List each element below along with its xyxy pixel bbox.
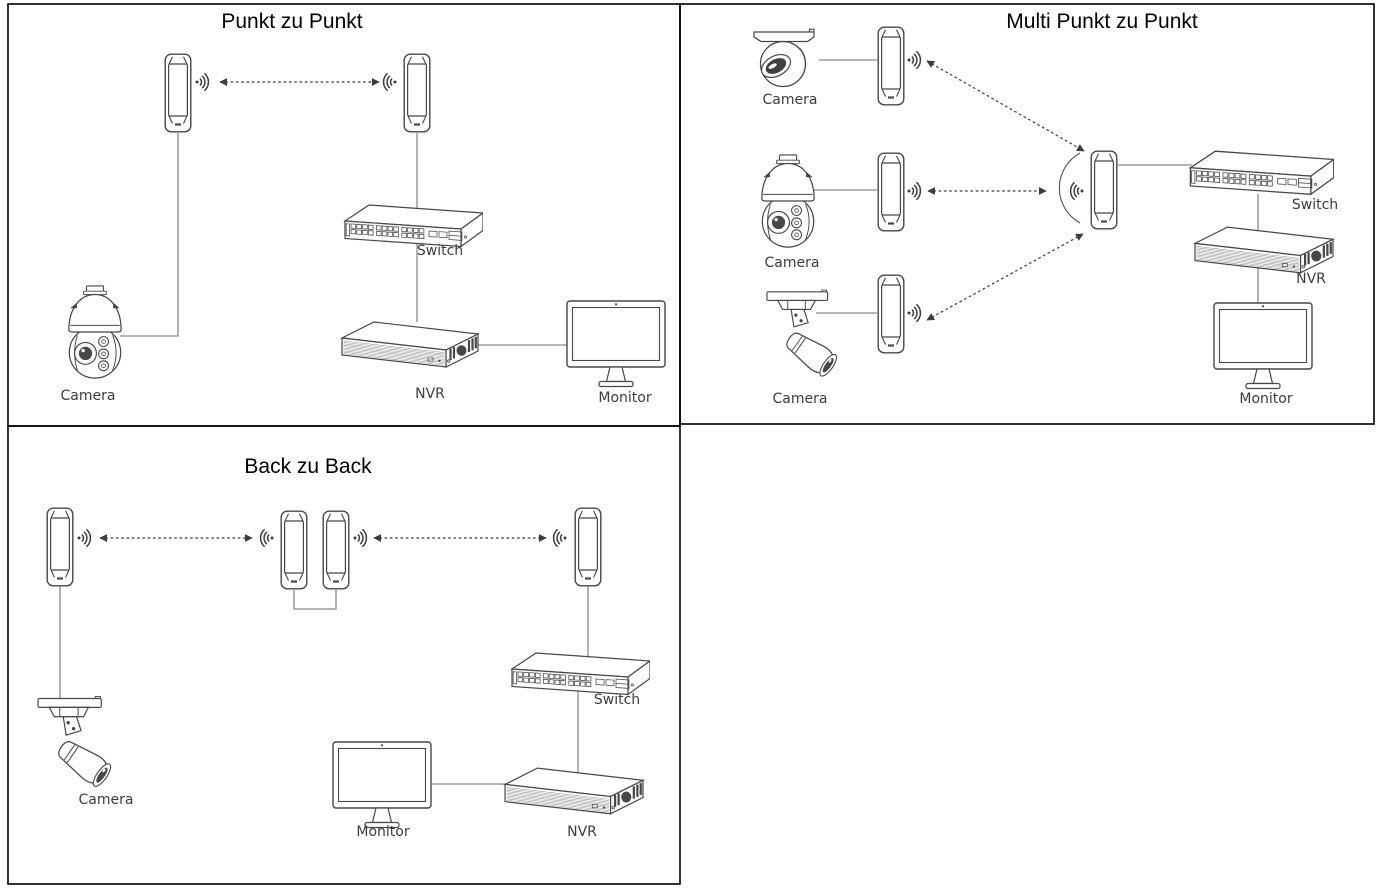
- wifi-signal-icon: [76, 528, 92, 548]
- panel-title: Multi Punkt zu Punkt: [1006, 10, 1198, 33]
- camera-label: Camera: [772, 391, 828, 407]
- wireless-bridge-icon: [322, 510, 350, 590]
- ptz-camera-icon: [761, 154, 815, 248]
- panel-title: Back zu Back: [244, 455, 372, 478]
- wifi-signal-icon: [194, 72, 210, 92]
- switch-label: Switch: [593, 692, 641, 708]
- wireless-bridge-icon: [403, 53, 431, 133]
- wifi-signal-icon: [259, 528, 275, 548]
- wifi-signal-icon: [1069, 181, 1085, 201]
- bullet-camera-icon: [766, 289, 841, 380]
- nvr-icon: [340, 320, 480, 369]
- nvr-label: NVR: [567, 824, 597, 840]
- u-shaped-cable: [293, 590, 337, 610]
- panel-art-back-to-back: [37, 507, 650, 829]
- cable-line: [120, 133, 179, 337]
- panel-frame-multi-point: [679, 3, 1375, 425]
- monitor-label: Monitor: [598, 390, 652, 406]
- wireless-bridge-icon: [877, 26, 905, 106]
- wifi-signal-icon: [906, 50, 922, 70]
- nvr-label: NVR: [415, 386, 445, 402]
- turret-camera-icon: [753, 28, 815, 88]
- switch-icon: [1189, 150, 1334, 195]
- monitor-label: Monitor: [356, 824, 410, 840]
- panel-art-multi-point: [753, 26, 1335, 390]
- wireless-bridge-icon: [1090, 150, 1118, 230]
- switch-icon: [344, 204, 483, 248]
- panel-title: Punkt zu Punkt: [221, 10, 363, 33]
- camera-label: Camera: [764, 255, 820, 271]
- wifi-signal-icon: [906, 181, 922, 201]
- coverage-arc: [1058, 152, 1081, 224]
- nvr-icon: [1193, 226, 1335, 274]
- camera-label: Camera: [762, 92, 818, 108]
- wireless-bridge-icon: [574, 507, 602, 587]
- switch-label: Switch: [1291, 197, 1339, 213]
- wifi-signal-icon: [906, 303, 922, 323]
- wireless-bridge-icon: [877, 274, 905, 354]
- camera-label: Camera: [78, 792, 134, 808]
- wireless-bridge-icon: [164, 53, 192, 133]
- monitor-icon: [566, 300, 666, 388]
- panel-art-point-to-point: [68, 53, 666, 388]
- wifi-signal-icon: [352, 528, 368, 548]
- nvr-icon: [503, 767, 645, 815]
- wireless-bridge-icon: [280, 510, 308, 590]
- monitor-icon: [1213, 302, 1313, 390]
- bullet-camera-icon: [37, 696, 115, 790]
- wifi-signal-icon: [382, 72, 398, 92]
- switch-label: Switch: [416, 243, 464, 259]
- monitor-label: Monitor: [1239, 391, 1293, 407]
- wireless-bridge-icon: [877, 152, 905, 232]
- nvr-label: NVR: [1296, 271, 1326, 287]
- ptz-camera-icon: [68, 285, 122, 379]
- wireless-bridge-icon: [46, 507, 74, 587]
- wireless-link-arrow: [926, 233, 1084, 321]
- panel-frame-back-to-back: [7, 425, 681, 885]
- monitor-icon: [332, 741, 432, 829]
- wifi-signal-icon: [552, 528, 568, 548]
- wireless-link-arrow: [926, 60, 1085, 152]
- camera-label: Camera: [60, 388, 116, 404]
- switch-icon: [511, 652, 650, 696]
